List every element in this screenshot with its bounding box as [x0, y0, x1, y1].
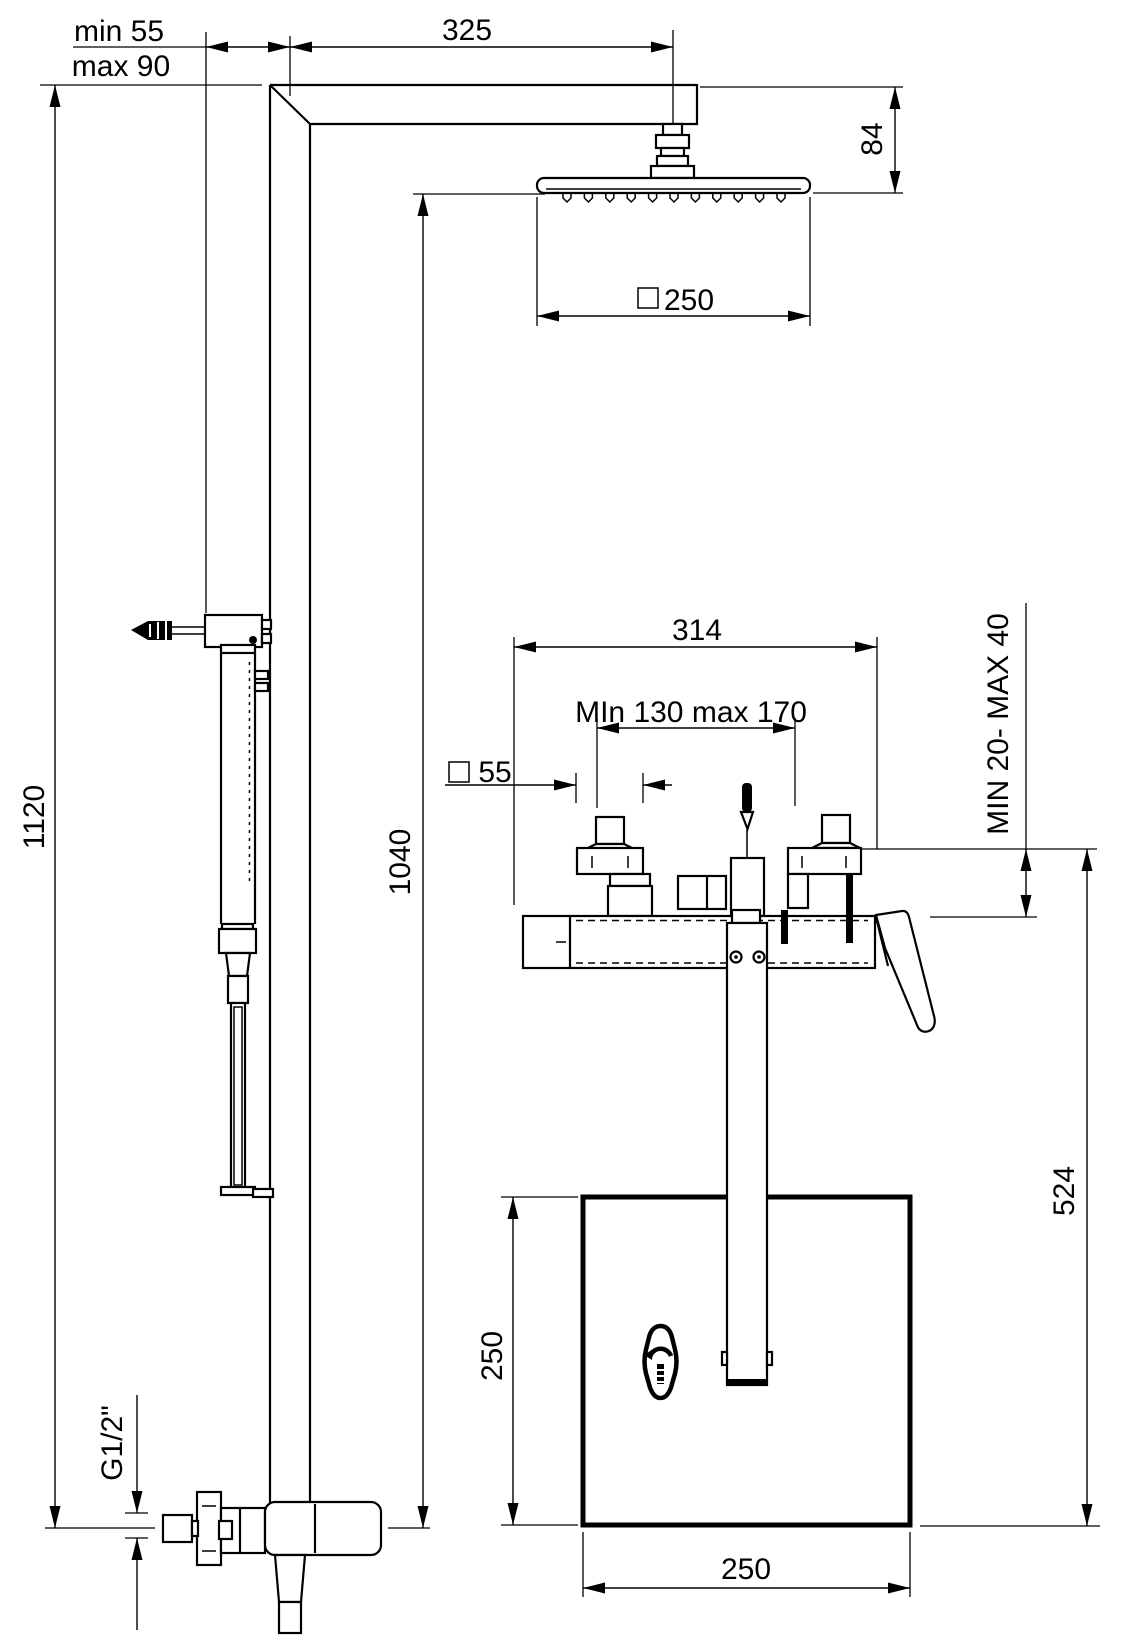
lower-outlet — [273, 1553, 307, 1604]
shower-column — [268, 83, 699, 1510]
spout-outlet-face — [727, 1379, 767, 1386]
lower-bracket — [251, 1187, 275, 1199]
left-handle-knob — [594, 815, 626, 846]
head-plate — [535, 176, 812, 195]
diverter-block — [676, 874, 728, 911]
label-inlet-spacing: MIn 130 max 170 — [575, 696, 807, 729]
inlet-pipe-left — [781, 910, 788, 944]
label-wall-min: min 55 — [74, 15, 164, 48]
left-handle — [575, 815, 654, 918]
label-head-square: 250 — [664, 284, 714, 317]
hand-shower-head — [219, 643, 257, 655]
label-head-above-mixer: 1040 — [384, 829, 417, 896]
right-handle-base — [786, 846, 863, 876]
mixer-bar-body — [521, 914, 877, 970]
diverter-body — [263, 1500, 383, 1557]
label-handle-square: 55 — [478, 756, 511, 789]
dimension-labels: min 55 max 90 325 84 250 1120 1040 314 M… — [18, 14, 1081, 1586]
spout-body — [725, 921, 769, 1387]
inlet-pipe-right — [846, 874, 853, 943]
label-head-drop: 84 — [856, 122, 889, 155]
lever-handle — [874, 909, 936, 1033]
label-spout-drop: 524 — [1048, 1166, 1081, 1216]
wall-connection — [161, 1490, 383, 1635]
label-plate-width: 250 — [721, 1553, 771, 1586]
bath-mixer — [521, 783, 936, 1387]
square-symbol-handle — [448, 761, 470, 783]
dimension-lines — [49, 41, 1093, 1630]
right-handle-knob — [820, 813, 852, 845]
label-thread-size: G1/2" — [96, 1405, 129, 1481]
extension-lines — [40, 30, 1100, 1597]
brand-emblem-icon — [642, 1323, 679, 1401]
head-connector — [661, 122, 684, 137]
label-wall-depth: MIN 20- MAX 40 — [982, 613, 1015, 835]
left-handle-base — [575, 846, 645, 876]
cartridge-body — [729, 856, 766, 918]
overhead-shower-head — [535, 122, 812, 204]
wall-anchor-icon — [131, 621, 172, 640]
label-wall-max: max 90 — [72, 50, 170, 83]
cartridge — [676, 783, 766, 918]
inlet-fitting — [161, 1513, 194, 1544]
square-symbol-head — [637, 287, 659, 309]
wall-flange — [195, 1490, 223, 1567]
right-handle — [786, 813, 863, 910]
label-arm-reach: 325 — [442, 14, 492, 47]
hand-shower-holder — [131, 613, 273, 649]
cartridge-pin — [742, 783, 752, 812]
label-plate-height: 250 — [476, 1331, 509, 1381]
mixer-bar — [521, 914, 890, 970]
hand-shower-handle — [229, 1001, 247, 1190]
label-mixer-width: 314 — [672, 614, 722, 647]
mixer-spout — [720, 908, 774, 1387]
hand-shower — [217, 643, 275, 1199]
label-column-height: 1120 — [18, 785, 51, 850]
spray-nozzles — [562, 194, 786, 204]
column-outline — [268, 83, 699, 1510]
